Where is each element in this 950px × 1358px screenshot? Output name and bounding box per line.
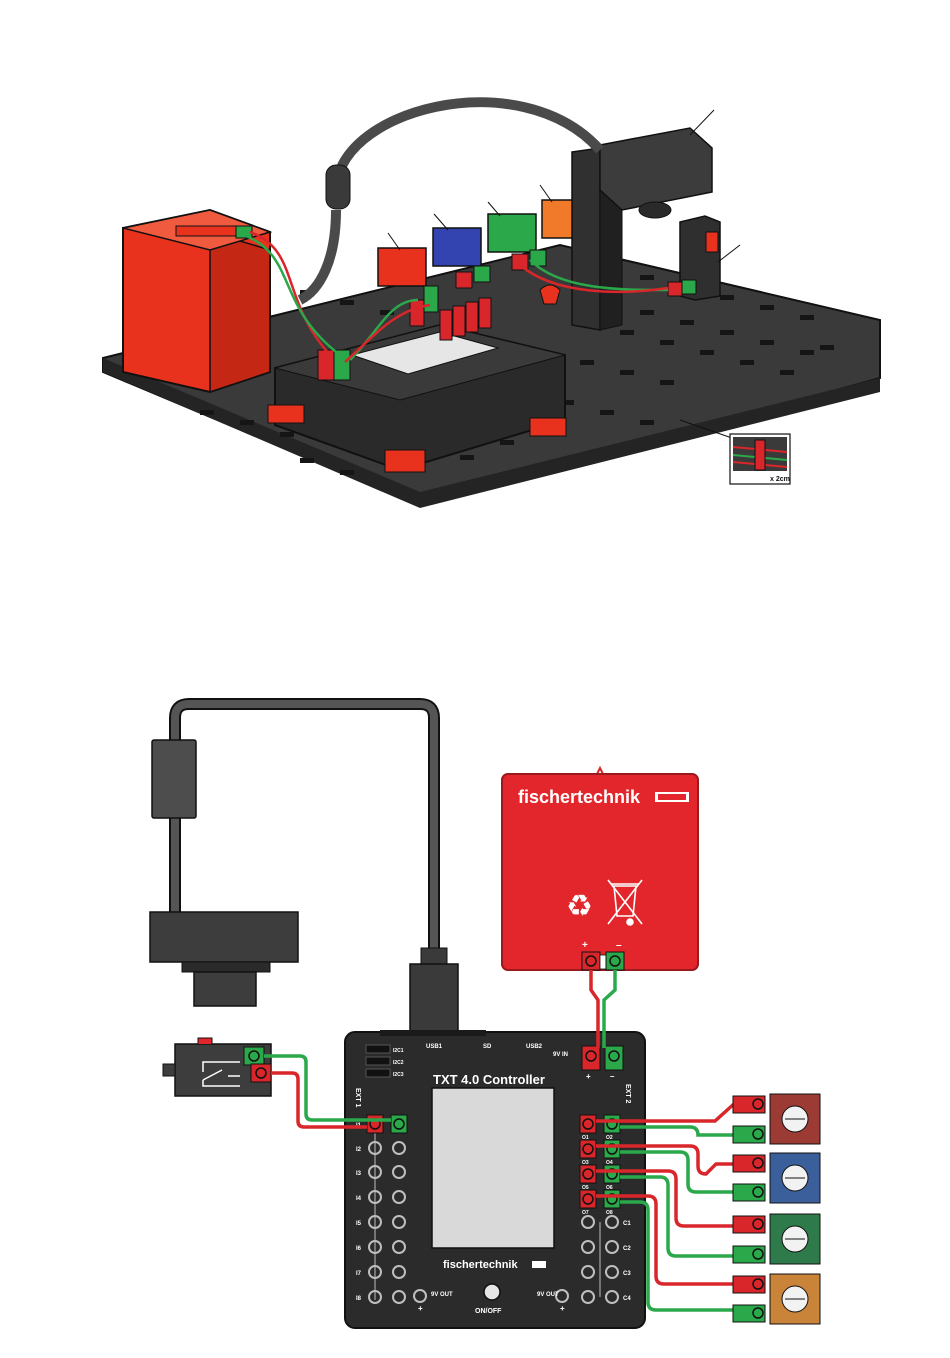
output-label: O5 <box>582 1185 589 1191</box>
txt-controller: USB1 SD USB2 I2C1 I2C2 I2C3 9V IN TXT 4.… <box>345 1030 645 1328</box>
assembly-3d-view: x 2cm <box>103 102 880 508</box>
input-label: I2 <box>356 1147 362 1153</box>
input-label: I8 <box>356 1296 362 1302</box>
output-label: O6 <box>606 1185 613 1191</box>
battery-icon: fischertechnik ♻ + – <box>502 768 698 970</box>
recycle-icon: ♻ <box>566 890 593 923</box>
input-label: I3 <box>356 1171 362 1177</box>
output-label: O3 <box>582 1160 589 1166</box>
output-label: O4 <box>606 1160 613 1166</box>
sd-label: SD <box>483 1044 492 1050</box>
counter-label: C4 <box>623 1296 631 1302</box>
i2c-ports: I2C1 I2C2 I2C3 <box>366 1045 404 1078</box>
i2c-label: I2C2 <box>393 1060 404 1066</box>
input-label: I7 <box>356 1271 362 1277</box>
detail-caption: x 2cm <box>770 476 790 483</box>
usb2-label: USB2 <box>526 1044 543 1050</box>
power-out-right-plus: + <box>560 1304 565 1313</box>
usb1-label: USB1 <box>426 1044 443 1050</box>
power-out-right-label: 9V OUT <box>537 1292 559 1298</box>
input-label: I6 <box>356 1246 362 1252</box>
output-label: O2 <box>606 1135 613 1141</box>
i2c-label: I2C3 <box>393 1072 404 1078</box>
detail-inset: x 2cm <box>730 434 790 484</box>
power-out-left-plus: + <box>418 1304 423 1313</box>
counter-label: C2 <box>623 1246 631 1252</box>
battery-brand: fischertechnik <box>518 787 641 807</box>
battery-plus-label: + <box>582 940 588 951</box>
input-label: I4 <box>356 1196 362 1202</box>
battery-minus-label: – <box>616 940 622 951</box>
counter-label: C3 <box>623 1271 631 1277</box>
input-label: I5 <box>356 1221 362 1227</box>
switch-icon <box>163 1038 271 1096</box>
counter-label: C1 <box>623 1221 631 1227</box>
power-in-plus: + <box>586 1072 591 1081</box>
controller-title: TXT 4.0 Controller <box>433 1072 545 1087</box>
controller-brand: fischertechnik <box>443 1259 518 1271</box>
ext2-label: EXT 2 <box>624 1084 631 1104</box>
power-button[interactable] <box>484 1284 500 1300</box>
output-label: O1 <box>582 1135 589 1141</box>
on-off-label: ON/OFF <box>475 1308 502 1315</box>
lamp-icon <box>733 1094 820 1324</box>
controller-display <box>432 1088 554 1248</box>
power-in-minus: – <box>610 1072 615 1081</box>
power-out-left-label: 9V OUT <box>431 1292 453 1298</box>
i2c-label: I2C1 <box>393 1048 404 1054</box>
camera-icon <box>150 912 298 1006</box>
power-in-label: 9V IN <box>553 1052 568 1058</box>
ext1-label: EXT 1 <box>354 1088 361 1108</box>
switch-3d <box>668 216 720 300</box>
